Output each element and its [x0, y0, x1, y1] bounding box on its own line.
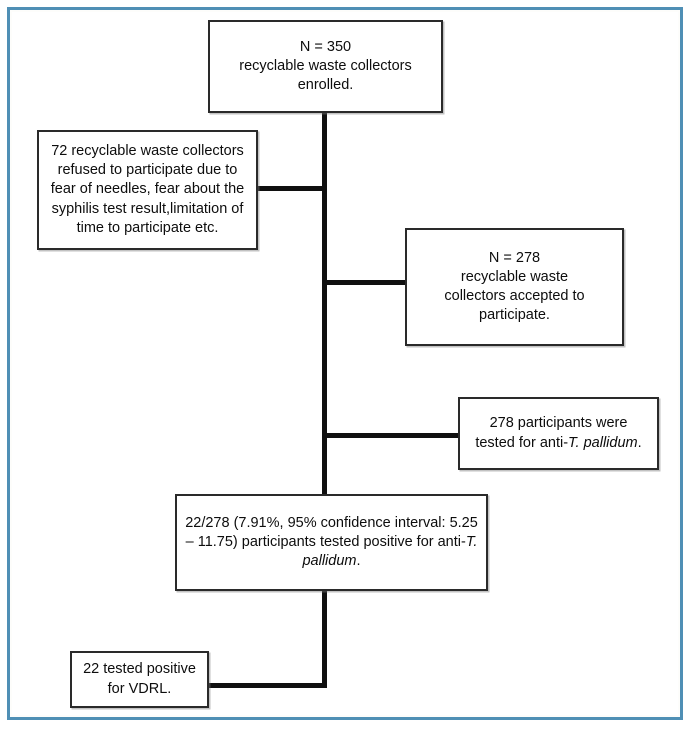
- node-positive-suffix: .: [356, 553, 361, 570]
- node-enrolled[interactable]: N = 350 recyclable waste collectors enro…: [208, 20, 443, 113]
- connector-to-vdrl: [208, 683, 327, 688]
- node-vdrl[interactable]: 22 tested positive for VDRL.: [70, 651, 209, 708]
- node-enrolled-text: N = 350 recyclable waste collectors enro…: [239, 38, 412, 94]
- node-tested[interactable]: 278 participants were tested for anti-T.…: [458, 397, 659, 470]
- node-tested-text: 278 participants were tested for anti-T.…: [468, 414, 649, 452]
- node-positive-prefix: 22/278 (7.91%, 95% confidence interval: …: [185, 514, 478, 550]
- node-positive-text: 22/278 (7.91%, 95% confidence interval: …: [185, 514, 478, 571]
- node-positive-organism: T. pallidum: [302, 533, 478, 570]
- node-tested-suffix: .: [637, 434, 642, 451]
- node-refused-text: 72 recyclable waste collectors refused t…: [50, 143, 245, 236]
- connector-trunk-vertical: [322, 112, 327, 688]
- node-tested-organism: T. pallidum: [568, 434, 638, 451]
- connector-to-accepted: [322, 280, 407, 285]
- node-tested-prefix: 278 participants were tested for anti-: [475, 415, 628, 451]
- node-refused[interactable]: 72 recyclable waste collectors refused t…: [37, 130, 258, 250]
- figure-inner-background: [12, 12, 678, 715]
- node-accepted-text: N = 278 recyclable waste collectors acce…: [444, 249, 585, 324]
- node-accepted[interactable]: N = 278 recyclable waste collectors acce…: [405, 228, 624, 346]
- node-positive[interactable]: 22/278 (7.91%, 95% confidence interval: …: [175, 494, 488, 591]
- connector-to-refused: [257, 186, 325, 191]
- node-vdrl-text: 22 tested positive for VDRL.: [83, 661, 196, 697]
- connector-to-tested: [322, 433, 460, 438]
